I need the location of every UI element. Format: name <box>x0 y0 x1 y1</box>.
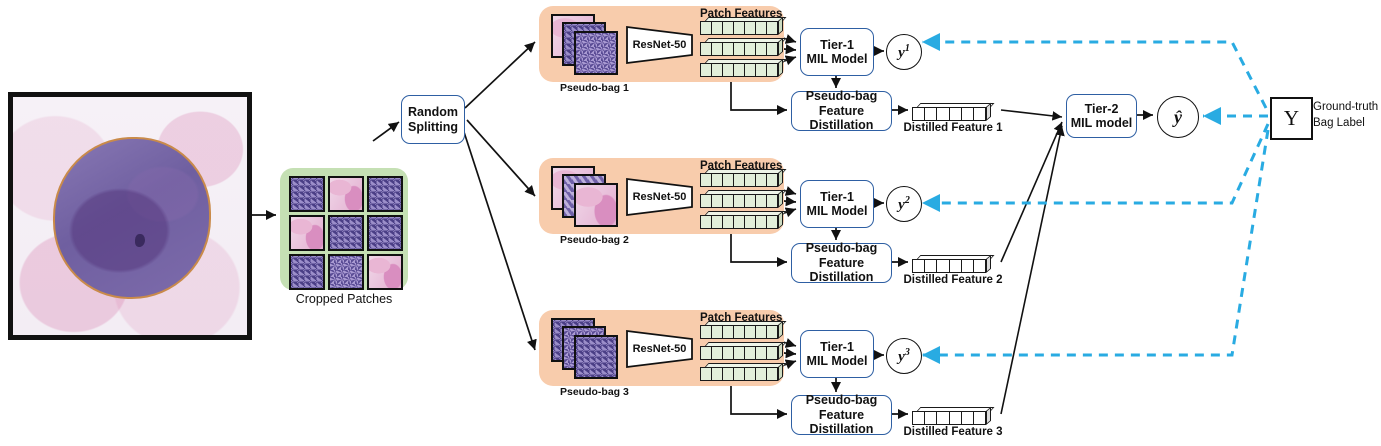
resnet50-encoder-2: ResNet-50 <box>625 177 694 217</box>
random-splitting-line2: Splitting <box>408 119 458 134</box>
supervision-arrows <box>922 33 1270 364</box>
pseudobag-label-1: Pseudo-bag 1 <box>560 82 629 94</box>
ground-truth-line2: Bag Label <box>1313 116 1365 129</box>
ground-truth-label: Ground-truth Bag Label <box>1313 100 1381 131</box>
patch-feature-row <box>700 320 787 339</box>
slide-thumbnail <box>574 335 618 379</box>
final-prediction-circle: ŷ <box>1157 96 1199 138</box>
pseudobag-label-3: Pseudo-bag 3 <box>560 386 629 398</box>
tier1-mil-model-2: Tier-1 MIL Model <box>800 180 874 228</box>
final-prediction-symbol: ŷ <box>1174 106 1182 127</box>
resnet50-label: ResNet-50 <box>632 343 687 355</box>
distilled-feature-bar <box>912 254 995 273</box>
resnet50-label: ResNet-50 <box>632 191 687 203</box>
patch-thumbnail <box>289 215 325 251</box>
patch-feature-row <box>700 58 787 77</box>
distill-line1: Pseudo-bag <box>805 393 878 408</box>
whole-slide-image <box>8 92 252 340</box>
tier1-line2: MIL Model <box>806 204 868 218</box>
patch-feature-row <box>700 16 787 35</box>
tier1-prediction-1: y1 <box>886 34 922 70</box>
pseudobag-feature-distillation-1: Pseudo-bag Feature Distillation <box>791 89 892 133</box>
supervision-to-y3 <box>922 129 1270 364</box>
patch-feature-row <box>700 362 787 381</box>
tier1-line2: MIL Model <box>806 354 868 368</box>
prediction-superscript: 2 <box>904 194 910 206</box>
ground-truth-symbol: Y <box>1283 106 1300 130</box>
distilled-feature-label-3: Distilled Feature 3 <box>903 426 1003 438</box>
pseudobag-feature-distillation-2: Pseudo-bag Feature Distillation <box>791 241 892 285</box>
patch-feature-row <box>700 341 787 360</box>
pseudobag-slide-stack-1 <box>551 14 621 78</box>
tier2-mil-model: Tier-2 MIL model <box>1066 94 1137 138</box>
patch-thumbnail <box>328 176 364 212</box>
tier2-line1: Tier-2 <box>1084 101 1119 116</box>
distill-line1: Pseudo-bag <box>805 241 878 256</box>
distill-line2: Feature Distillation <box>809 103 874 133</box>
patch-feature-row <box>700 189 787 208</box>
pseudobag-label-2: Pseudo-bag 2 <box>560 234 629 246</box>
ground-truth-box: Y <box>1270 97 1313 140</box>
cropped-patches-label: Cropped Patches <box>295 292 393 306</box>
random-splitting-line1: Random <box>408 105 458 120</box>
arrow-patches-to-split <box>372 121 400 142</box>
resnet50-encoder-1: ResNet-50 <box>625 25 694 65</box>
arrow-split-to-bags <box>463 41 537 351</box>
tier1-prediction-3: y3 <box>886 338 922 374</box>
resnet50-encoder-3: ResNet-50 <box>625 329 694 369</box>
arrow-features-to-distill-1 <box>730 82 787 116</box>
patch-feature-row <box>700 210 787 229</box>
tier1-line1: Tier-1 <box>820 37 854 52</box>
prediction-superscript: 3 <box>904 346 910 358</box>
patch-thumbnail <box>328 254 364 290</box>
wsi-tissue-background <box>13 97 247 335</box>
cropped-patches-grid <box>289 176 403 290</box>
distilled-feature-label-1: Distilled Feature 1 <box>903 122 1003 134</box>
patch-feature-row <box>700 168 787 187</box>
patch-thumbnail <box>328 215 364 251</box>
patch-thumbnail <box>367 176 403 212</box>
prediction-superscript: 1 <box>904 42 910 54</box>
tier1-prediction-2: y2 <box>886 186 922 222</box>
resnet50-label: ResNet-50 <box>632 39 687 51</box>
patch-thumbnail <box>367 215 403 251</box>
prediction-base: y <box>898 196 905 213</box>
distilled-feature-bar <box>912 406 995 425</box>
tier1-line2: MIL Model <box>806 52 868 66</box>
slide-thumbnail <box>574 183 618 227</box>
tier1-line1: Tier-1 <box>820 339 854 354</box>
distill-line2: Feature Distillation <box>809 407 874 437</box>
cropped-patches-panel <box>280 168 408 290</box>
tier1-mil-model-1: Tier-1 MIL Model <box>800 28 874 76</box>
patch-feature-row <box>700 37 787 56</box>
pseudobag-slide-stack-2 <box>551 166 621 230</box>
prediction-base: y <box>898 44 905 61</box>
pseudobag-slide-stack-3 <box>551 318 621 382</box>
distill-line1: Pseudo-bag <box>805 89 878 104</box>
pseudobag-feature-distillation-3: Pseudo-bag Feature Distillation <box>791 393 892 437</box>
distilled-feature-label-2: Distilled Feature 2 <box>903 274 1003 286</box>
patch-thumbnail <box>289 254 325 290</box>
prediction-base: y <box>898 348 905 365</box>
distilled-feature-bar <box>912 102 995 121</box>
slide-thumbnail <box>574 31 618 75</box>
random-splitting-box: Random Splitting <box>401 95 465 144</box>
distill-line2: Feature Distillation <box>809 255 874 285</box>
arrow-distilled-to-tier2 <box>1000 109 1065 415</box>
tier1-line1: Tier-1 <box>820 189 854 204</box>
tier1-mil-model-3: Tier-1 MIL Model <box>800 330 874 378</box>
wsi-lymph-node-region <box>52 137 212 299</box>
ground-truth-line1: Ground-truth <box>1313 101 1379 113</box>
patch-thumbnail <box>367 254 403 290</box>
tier2-line2: MIL model <box>1070 116 1133 130</box>
patch-thumbnail <box>289 176 325 212</box>
